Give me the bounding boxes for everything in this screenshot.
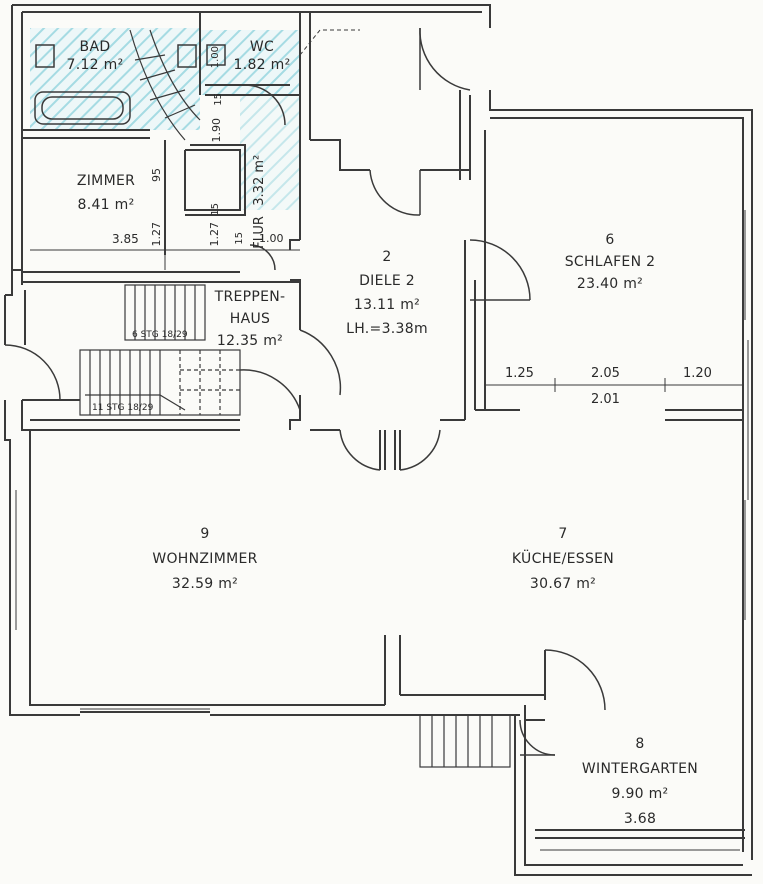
room-number: 6 [605,232,615,248]
dim-flur-15a: 15 [210,203,221,216]
room-number: 9 [200,526,210,542]
dim-zimmer-h1: 1.27 [150,222,163,247]
room-name: ZIMMER [76,173,136,189]
room-area: 30.67 m² [529,576,597,592]
dim-flur-100: 1.00 [259,232,284,245]
windows [15,210,749,851]
room-name-line2: HAUS [229,311,271,327]
dim-schlafen-right: 1.20 [683,366,712,381]
room-name-line1: TREPPEN- [214,289,286,305]
room-name: WOHNZIMMER [152,551,258,567]
room-name: WC [249,39,275,55]
room-area: 1.82 m² [233,57,291,73]
stair-label-lower: 11 STG 18/29 [92,403,154,413]
room-label-treppenhaus: TREPPEN- HAUS 12.35 m² [215,286,286,352]
room-number: 7 [558,526,568,542]
room-area: 8.41 m² [77,197,135,213]
dim-flur-190: 1.90 [210,118,223,143]
room-label-zimmer: ZIMMER 8.41 m² [77,172,135,214]
room-name: WINTERGARTEN [581,761,699,777]
room-label-diele: 2 DIELE 2 13.11 m² LH.=3.38m [346,245,428,341]
zimmer-dimension-line [30,185,300,270]
room-label-kueche: 7 KÜCHE/ESSEN 30.67 m² [512,522,614,597]
room-number: 2 [382,249,392,265]
room-label-schlafen: 6 SCHLAFEN 2 23.40 m² [565,229,656,295]
schlafen-dimension-line [485,378,743,392]
dim-wc-100: 1.00 [210,46,221,69]
room-area: 23.40 m² [576,276,644,292]
sink [35,44,226,68]
dim-flur-15b: 15 [234,232,245,245]
room-number: 8 [635,736,645,752]
room-label-bad: BAD 7.12 m² [67,38,124,74]
room-name: SCHLAFEN 2 [564,254,656,270]
room-height: LH.=3.38m [346,321,428,337]
room-name: KÜCHE/ESSEN [511,551,615,567]
door-swings [4,27,606,756]
stair-label-upper: 6 STG 18/29 [132,330,188,340]
stairs [79,29,511,768]
room-name: DIELE 2 [359,273,415,289]
room-area: 7.12 m² [66,57,124,73]
room-area: 12.35 m² [216,333,284,349]
room-area: 13.11 m² [353,297,421,313]
dim-flur-15c: 15 [213,93,224,106]
room-label-wc: WC 1.82 m² [234,38,291,74]
room-name: BAD [79,39,111,55]
dim-zimmer-width: 3.85 [112,232,139,246]
room-label-wintergarten: 8 WINTERGARTEN 9.90 m² 3.68 [582,732,698,832]
room-area: 9.90 m² [611,786,669,802]
dim-schlafen-mid: 2.05 [591,366,620,381]
room-label-wohnzimmer: 9 WOHNZIMMER 32.59 m² [152,522,257,597]
room-area: 3.32 m² [252,155,267,206]
dim-zimmer-95: 95 [150,168,163,182]
dim-schlafen-below: 2.01 [591,392,620,407]
dim-schlafen-left: 1.25 [505,366,534,381]
bathtub [34,91,131,125]
room-area: 32.59 m² [171,576,239,592]
room-width: 3.68 [623,811,657,827]
dim-flur-127: 1.27 [208,222,221,247]
